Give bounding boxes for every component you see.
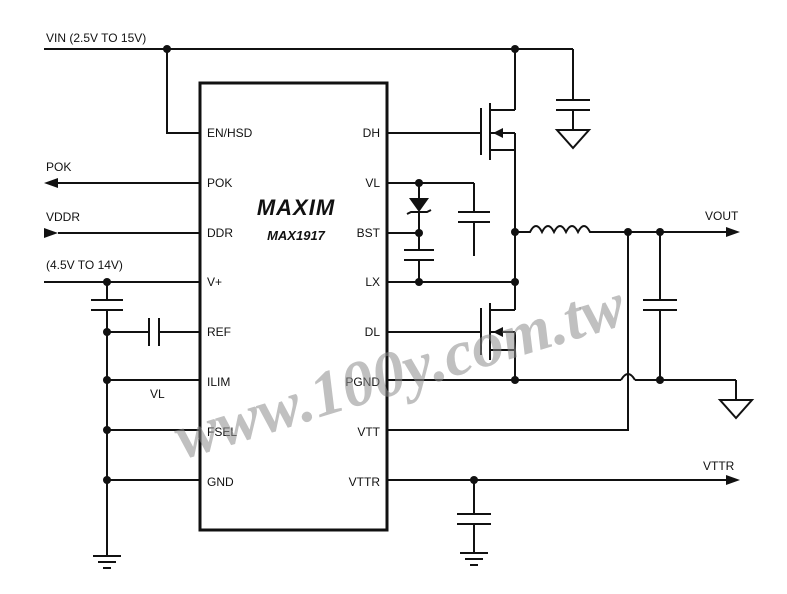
ic-part-number: MAX1917 xyxy=(267,228,326,243)
junction-ref xyxy=(103,328,111,336)
junction-lx-left xyxy=(415,278,423,286)
wire-vtt xyxy=(387,232,629,431)
junction-ilim xyxy=(103,376,111,384)
pin-vl: VL xyxy=(365,176,380,190)
label-vplus-range: (4.5V TO 14V) xyxy=(46,258,123,272)
label-vin: VIN (2.5V TO 15V) xyxy=(46,31,146,45)
pin-vtt: VTT xyxy=(357,425,380,439)
label-vttr: VTTR xyxy=(703,459,735,473)
label-vout: VOUT xyxy=(705,209,739,223)
watermark-text: www.100y.com.tw xyxy=(166,268,633,472)
pin-ddr: DDR xyxy=(207,226,233,240)
inductor-icon xyxy=(515,225,628,235)
pin-fsel: FSEL xyxy=(207,425,237,439)
label-ilim-vl: VL xyxy=(150,387,165,401)
ground-triangle-icon xyxy=(554,129,592,150)
pok-arrow-icon xyxy=(44,178,58,188)
ic-body xyxy=(198,81,389,532)
junction-gnd xyxy=(103,476,111,484)
mosfet-arrow-icon xyxy=(493,128,503,138)
pin-dh: DH xyxy=(363,126,380,140)
pin-vplus: V+ xyxy=(207,275,222,289)
diode-icon xyxy=(409,198,429,212)
ground-triangle-icon xyxy=(717,399,755,420)
pin-bst: BST xyxy=(357,226,381,240)
vttr-arrow-icon xyxy=(726,475,740,485)
pin-pok: POK xyxy=(207,176,232,190)
ic-brand-logo: MAXIM xyxy=(257,195,335,220)
label-pok: POK xyxy=(46,160,71,174)
mosfet-ls-arrow-icon xyxy=(493,327,503,337)
vout-arrow-icon xyxy=(726,227,740,237)
pin-gnd: GND xyxy=(207,475,234,489)
pin-vttr: VTTR xyxy=(349,475,381,489)
vddr-arrow-icon xyxy=(44,228,58,238)
pin-ref: REF xyxy=(207,325,231,339)
label-vddr: VDDR xyxy=(46,210,80,224)
wire-en-hsd xyxy=(166,49,200,134)
junction-pgnd-cout xyxy=(656,376,664,384)
pin-pgnd: PGND xyxy=(345,375,380,389)
pin-ilim: ILIM xyxy=(207,375,230,389)
pin-en-hsd: EN/HSD xyxy=(207,126,253,140)
junction-pgnd-ls xyxy=(511,376,519,384)
pin-lx: LX xyxy=(365,275,380,289)
pin-dl: DL xyxy=(365,325,381,339)
junction-fsel xyxy=(103,426,111,434)
